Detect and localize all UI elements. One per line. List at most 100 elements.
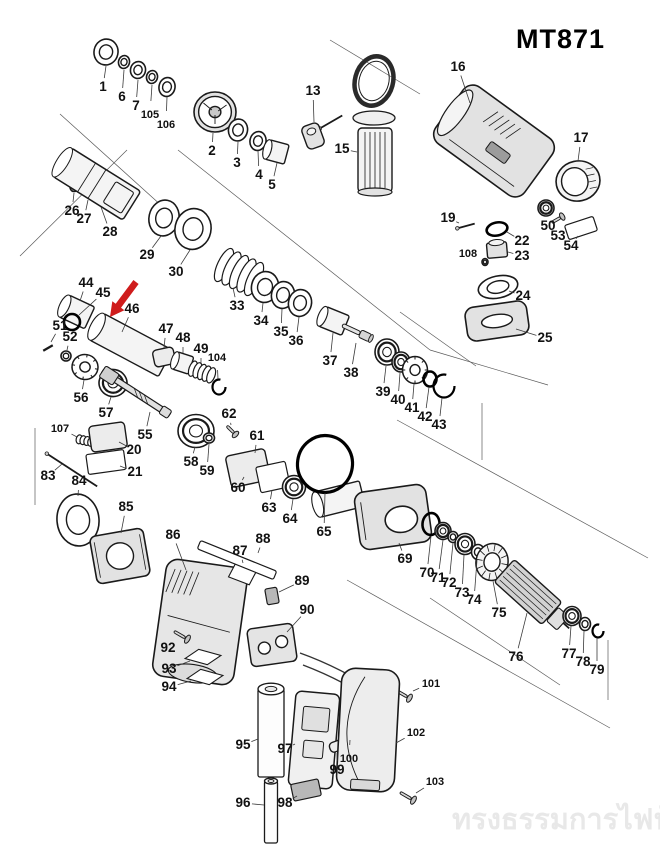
leader-line-7 [136,79,139,98]
leader-line-77 [569,625,572,646]
part-label-74: 74 [466,592,482,607]
part-label-35: 35 [273,324,289,339]
construction-line [346,579,611,729]
part-label-57: 57 [98,405,113,420]
leader-line-94 [177,680,192,686]
leader-line-4 [257,150,260,167]
part-label-88: 88 [255,531,271,546]
part-label-90: 90 [299,602,314,617]
leader-line-38 [352,342,357,365]
part-label-51: 51 [52,318,68,333]
part-51 [42,344,54,352]
part-1 [93,38,119,66]
part-label-71: 71 [430,570,446,585]
part-label-55: 55 [137,427,153,442]
part-label-42: 42 [417,409,432,424]
part-label-41: 41 [404,400,420,415]
part-label-84: 84 [71,473,87,488]
part-30 [174,207,212,251]
part-label-103: 103 [426,776,444,788]
leader-line-59 [207,443,210,463]
part-21 [85,449,127,475]
leader-line-106 [166,96,168,112]
leader-line-88 [257,547,261,554]
construction-line [399,311,477,367]
leader-line-39 [383,365,387,384]
part-37 [316,305,350,336]
leader-line-41 [412,383,415,400]
part-71 [434,521,452,541]
part-2 [193,91,237,133]
part-label-29: 29 [139,247,154,262]
part-label-33: 33 [229,298,245,313]
leader-line-22 [506,231,515,237]
part-label-83: 83 [40,468,56,483]
part-62 [226,425,240,439]
part-label-3: 3 [233,155,241,170]
part-label-36: 36 [288,333,304,348]
part-3 [227,118,249,142]
leader-line-69 [398,542,403,551]
leader-line-36 [296,316,300,333]
part-label-23: 23 [514,248,530,263]
part-label-40: 40 [390,392,405,407]
leader-line-74 [474,559,478,592]
part-label-79: 79 [589,662,604,677]
leader-line-19 [456,221,460,224]
part-65 [295,433,355,495]
part-19 [455,222,475,231]
leader-line-51 [50,333,56,343]
part-label-53: 53 [550,228,566,243]
part-25 [464,300,530,342]
part-108 [481,257,489,267]
part-16 [432,84,556,198]
part-90 [246,622,298,668]
part-label-92: 92 [160,640,175,655]
part-104 [211,378,227,396]
leader-line-89 [278,584,295,593]
part-label-15: 15 [334,141,350,156]
leader-line-52 [66,345,69,351]
watermark: ทรงธรรมการไฟฟ้า [452,804,660,836]
leader-line-105 [150,84,153,102]
part-20 [88,421,128,453]
part-102 [335,667,401,793]
part-36 [287,288,313,318]
part-label-5: 5 [268,177,276,192]
part-89 [264,586,280,606]
detail-flange [352,110,396,126]
leader-line-98 [292,795,298,799]
part-label-58: 58 [183,454,199,469]
leader-line-3 [237,141,239,155]
part-63 [255,460,291,494]
part-label-94: 94 [161,679,177,694]
leader-line-30 [180,249,191,265]
leader-line-87 [241,559,244,564]
parts-layer [42,38,605,844]
part-label-99: 99 [329,762,344,777]
part-73 [454,532,476,556]
leader-line-42 [425,386,430,409]
part-label-104: 104 [208,352,227,364]
part-24 [477,274,519,300]
part-69 [353,483,433,551]
part-label-73: 73 [454,585,470,600]
part-label-60: 60 [230,480,245,495]
part-label-21: 21 [127,464,143,479]
part-label-38: 38 [343,365,359,380]
part-52 [60,350,72,362]
part-label-13: 13 [305,83,321,98]
leader-line-29 [152,235,162,248]
part-88 [197,540,277,580]
part-label-69: 69 [397,551,412,566]
part-7 [129,60,147,80]
part-59 [202,432,216,444]
part-label-105: 105 [141,109,159,121]
leader-line-83 [54,463,63,471]
part-53 [551,212,566,224]
leader-line-47 [163,337,166,349]
construction-line [59,113,164,208]
part-45 [62,312,82,332]
leader-line-58 [192,446,196,454]
leader-line-24 [508,290,515,294]
